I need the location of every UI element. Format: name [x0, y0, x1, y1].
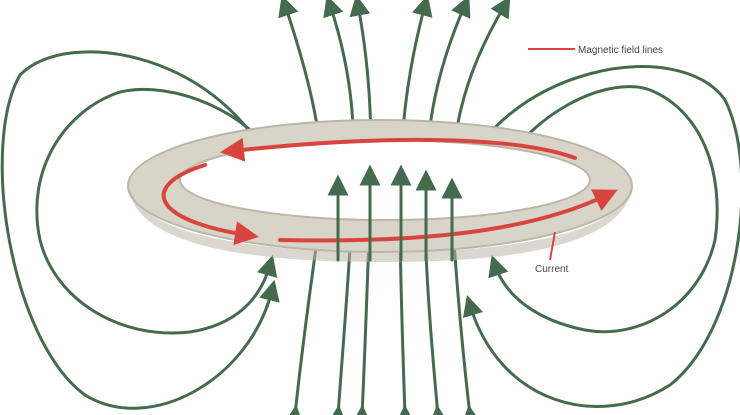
current-label: Current	[535, 264, 569, 275]
magnetic-field-lines-label: Magnetic field lines	[578, 45, 663, 56]
